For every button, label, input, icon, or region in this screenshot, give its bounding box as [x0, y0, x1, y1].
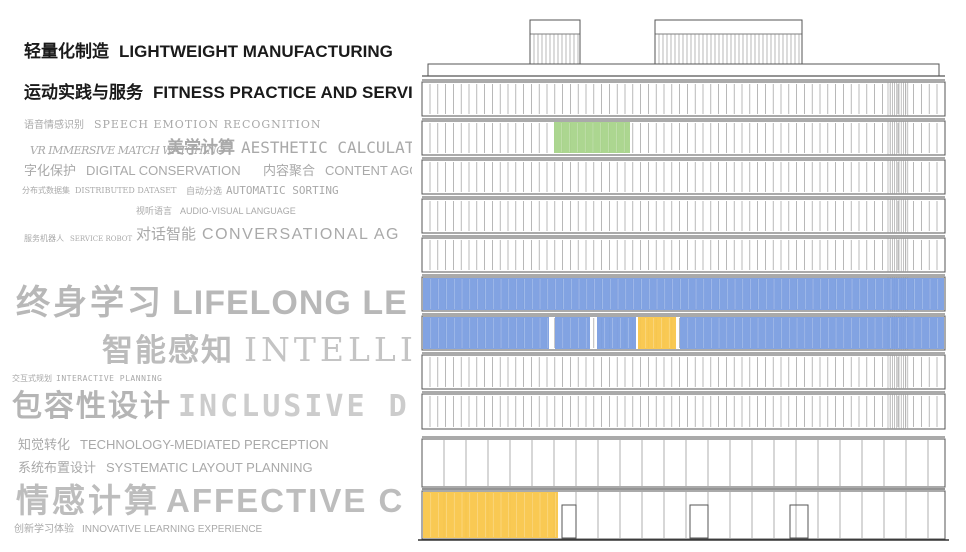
headline-zh: 轻量化制造	[24, 42, 109, 62]
building-elevation	[412, 0, 966, 552]
floor-1-frame	[421, 81, 946, 117]
keyword-zh: 交互式规划	[12, 374, 52, 383]
keyword-en: CONVERSATIONAL AG	[202, 226, 400, 243]
keyword-en: SERVICE ROBOT	[70, 235, 133, 243]
keyword-zh: 自动分选	[186, 187, 223, 197]
floor-3-frame	[421, 159, 946, 195]
keyword-en: DIGITAL CONSERVATION	[86, 163, 241, 178]
floor-4-frame	[421, 198, 946, 234]
zone-blue-floor-7-b	[555, 317, 590, 349]
keyword-en: DISTRIBUTED DATASET	[75, 186, 177, 195]
keyword-en: VR IMMERSIVE MATCH WATCHING	[30, 144, 225, 157]
building-elevation-svg	[418, 19, 949, 541]
keyword-zh: 终身学习	[16, 283, 164, 323]
keyword-zh: 对话智能	[136, 225, 197, 243]
keyword-zh: 情感计算	[16, 481, 160, 520]
keyword-service-robot: 服务机器人 SERVICE ROBOT	[24, 235, 132, 243]
keyword-en: AESTHETIC CALCULAT	[241, 138, 415, 157]
keyword-aesthetic: 美学计算 AESTHETIC CALCULAT	[167, 140, 414, 157]
headline-fitness-practice: 运动实践与服务 FITNESS PRACTICE AND SERVICE	[24, 84, 436, 102]
podium-upper-frame	[421, 438, 946, 488]
headline-zh: 运动实践与服务	[24, 83, 143, 103]
roof-parapet	[427, 63, 940, 77]
keyword-en: INNOVATIVE LEARNING EXPERIENCE	[82, 524, 263, 535]
keyword-speech-emotion: 语音情感识别 SPEECH EMOTION RECOGNITION	[24, 119, 321, 131]
floor-9-frame	[421, 393, 946, 430]
keyword-technology-perception: 知觉转化 TECHNOLOGY-MEDIATED PERCEPTION	[18, 438, 329, 452]
keyword-distributed-dataset: 分布式数据集 DISTRIBUTED DATASET	[22, 187, 176, 195]
headline-en: LIGHTWEIGHT MANUFACTURING	[119, 42, 393, 61]
zone-blue-floor-6	[423, 278, 944, 310]
zone-blue-floor-7-a	[423, 317, 549, 349]
keyword-innovative-learning: 创新学习体验 INNOVATIVE LEARNING EXPERIENCE	[14, 525, 262, 535]
keyword-interactive-planning: 交互式规划 INTERACTIVE PLANNING	[12, 375, 162, 383]
keyword-zh: 创新学习体验	[14, 524, 74, 535]
keyword-systematic-layout: 系统布置设计 SYSTEMATIC LAYOUT PLANNING	[18, 461, 313, 475]
keyword-zh: 美学计算	[167, 138, 235, 158]
keyword-audio-visual: 视听语言 AUDIO-VISUAL LANGUAGE	[136, 207, 296, 217]
zone-blue-floor-7-d	[680, 317, 944, 349]
rooftop-unit-small	[529, 19, 581, 65]
keyword-zh: 分布式数据集	[22, 186, 70, 195]
keyword-en: INCLUSIVE D	[178, 389, 410, 424]
rooftop-unit-large	[654, 19, 803, 65]
headline-lightweight-manufacturing: 轻量化制造 LIGHTWEIGHT MANUFACTURING	[24, 43, 393, 61]
floor-2-frame	[421, 120, 946, 156]
zone-yellow-floor-7	[638, 317, 676, 349]
keyword-zh: 包容性设计	[12, 389, 172, 424]
floor-8-frame	[421, 354, 946, 390]
keyword-en: AUDIO-VISUAL LANGUAGE	[180, 206, 296, 216]
headline-en: FITNESS PRACTICE AND SERVICE	[153, 83, 437, 102]
keyword-digital-conservation: 字化保护 DIGITAL CONSERVATION	[24, 164, 241, 178]
keyword-en: INTERACTIVE PLANNING	[56, 374, 163, 383]
zone-blue-floor-7-c	[597, 317, 636, 349]
keyword-en: AFFECTIVE C	[166, 482, 405, 519]
keyword-zh: 视听语言	[136, 207, 173, 217]
zone-green-lightweight-manufacturing	[554, 122, 630, 153]
keyword-en: SYSTEMATIC LAYOUT PLANNING	[106, 460, 313, 475]
keyword-zh: 服务机器人	[24, 234, 64, 243]
keyword-en: TECHNOLOGY-MEDIATED PERCEPTION	[80, 437, 329, 452]
keyword-zh: 字化保护	[24, 164, 77, 179]
floor-5-frame	[421, 237, 946, 273]
keyword-en: INTELLI	[244, 330, 417, 369]
keyword-intelligent-perception: 智能感知 INTELLI	[102, 333, 417, 367]
keyword-en: SPEECH EMOTION RECOGNITION	[94, 118, 322, 131]
keyword-zh: 语音情感识别	[24, 120, 84, 131]
entrance-door-3	[789, 504, 809, 539]
keyword-zh: 知觉转化	[18, 438, 71, 453]
entrance-door-1	[561, 504, 577, 539]
keyword-en: AUTOMATIC SORTING	[226, 184, 339, 197]
keyword-en: LIFELONG LE	[172, 284, 408, 322]
keyword-zh: 系统布置设计	[18, 461, 97, 476]
entrance-door-2	[689, 504, 709, 539]
zone-yellow-ground-floor	[423, 492, 558, 538]
keyword-zh: 智能感知	[102, 333, 234, 369]
keyword-zh: 内容聚合	[263, 164, 316, 179]
keyword-content-aggregation: 内容聚合 CONTENT AGG	[263, 164, 419, 178]
keyword-conversational: 对话智能 CONVERSATIONAL AG	[136, 227, 400, 243]
keyword-en: CONTENT AGG	[325, 163, 420, 178]
keyword-vr-match: VR IMMERSIVE MATCH WATCHING	[30, 142, 225, 158]
